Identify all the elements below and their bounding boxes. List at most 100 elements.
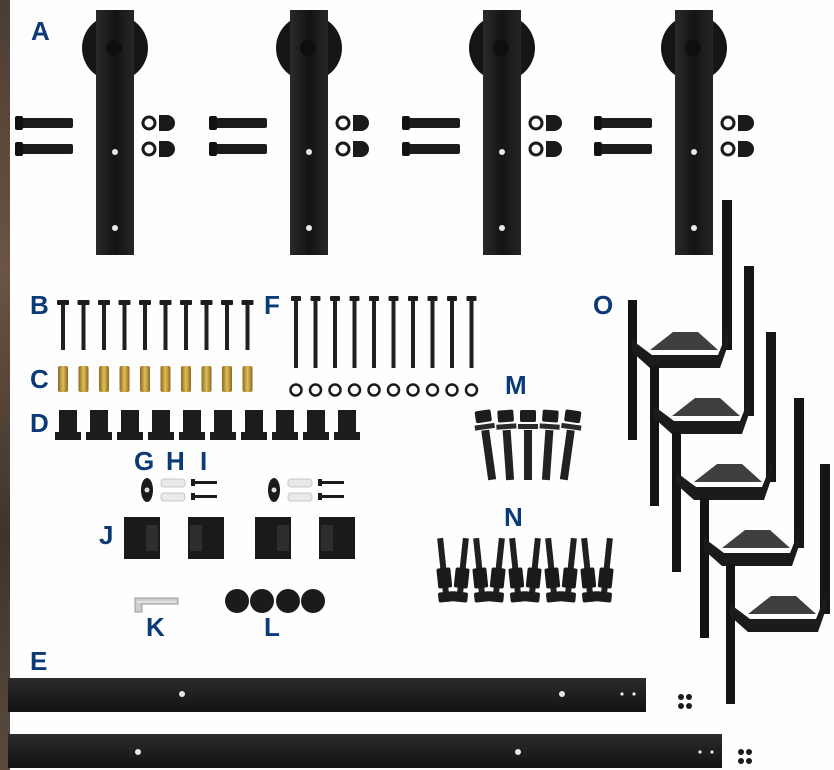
short-bolt [518,410,538,480]
bolt-shaft [352,300,357,368]
cap-nut [738,141,754,157]
roller-hanger [15,10,175,255]
rail-bracket [628,200,732,440]
washer [328,383,342,397]
roller-bolt [106,40,122,56]
cap-nut [546,115,562,131]
bolt-washer [496,423,517,430]
anchor-bolt [472,537,491,603]
bracket-front [672,432,681,572]
hanger-bolt [209,118,267,128]
bolt-shaft [204,304,209,350]
strap-hole [499,225,505,231]
guide-hole [144,487,150,493]
anchor-nut [438,591,455,603]
brass-spacer [99,366,109,392]
bracket-upright [722,200,732,350]
bolt-shaft [481,429,497,481]
bolt-head [15,142,23,156]
bolt-nut [542,409,559,423]
brass-spacer [201,366,212,392]
wall-anchor [287,492,313,502]
bolt-shaft [411,300,415,368]
anchor-bolt [508,537,527,603]
bolt-head [388,296,399,301]
bolt-head [427,296,438,301]
short-bolt [496,409,517,481]
anchor-sleeve [472,567,489,589]
washer [720,141,736,157]
bolt-head [310,296,321,301]
roller-hangers-group [15,10,754,255]
bolt-shaft [245,304,250,350]
washer [528,115,544,131]
bracket-upright [794,398,804,548]
bracket-base [632,330,728,368]
screw [193,481,217,484]
screw-head [191,479,195,486]
bolt-head [349,296,360,301]
wall-anchor [160,478,186,488]
bolt-shaft [163,304,168,350]
bracket-gusset [722,530,790,548]
anchor-bolts-group [436,537,614,603]
wall-spacer [303,410,329,440]
bolt-head [402,142,410,156]
cap-nut [159,115,175,131]
hanger-bolt [594,118,652,128]
anchor-nut [523,591,540,603]
bolt-head [98,300,110,305]
rail-bracket [672,332,776,572]
anchor-sleeve [597,567,614,589]
bolt-shaft [469,300,474,368]
bracket-upright [744,266,754,416]
label-e: E [30,646,48,676]
guide-slot [321,525,333,551]
cap-nut [353,141,369,157]
bolt-shaft [450,300,454,368]
wall-spacer [55,410,81,440]
washer [464,383,479,397]
bracket-upright [766,332,776,482]
label-d: D [30,408,49,438]
wall-anchor [160,492,186,502]
rail-bracket [700,398,804,638]
bolt-head [402,116,410,130]
bolt-washer [518,424,538,429]
bracket-base [654,396,750,434]
label-c: C [30,364,49,394]
hanger-bolt [402,118,460,128]
bolt-shaft [143,304,147,350]
anchor-bolt [580,537,599,603]
bolt-shaft [541,429,554,481]
anchor-bolt [559,537,578,603]
bolt-shaft [313,300,318,368]
label-a: A [31,16,50,46]
bolt-head [241,300,254,305]
bracket-gusset [672,398,740,416]
bracket-front [628,300,637,440]
bolt-nut [474,409,492,424]
brass-spacer [181,366,191,392]
bracket-gusset [748,596,816,614]
bolt-nut [497,409,514,423]
bolt-head [466,296,477,301]
floor-guide-hardware-group [141,478,344,502]
washer [308,383,323,397]
roller-bolt [685,40,701,56]
guide-slot [146,525,158,551]
anchor-sleeve [580,567,597,589]
hanger-bolt [15,144,73,154]
screw-head [318,493,322,500]
rail-brackets-group [628,200,830,704]
brass-spacer [58,366,68,392]
anchor-bolt [544,537,563,603]
washer [347,383,362,397]
brass-spacer [78,366,89,392]
anchor-nut [559,591,576,603]
bracket-front [650,366,659,506]
track-rails [8,678,752,768]
bolt-shaft [372,300,376,368]
brass-spacer [160,366,171,392]
anchor-nut [546,591,563,603]
